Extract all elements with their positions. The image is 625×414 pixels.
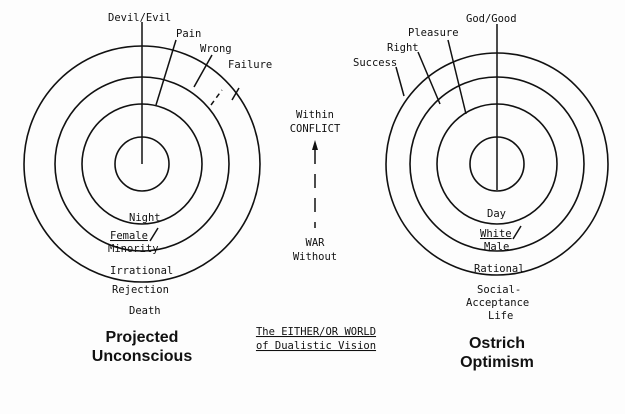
left-label-rejection: Rejection [112, 284, 169, 296]
center-without: Without [293, 251, 337, 263]
right-caption-line2: Optimism [460, 354, 534, 371]
right-spoke-pleasure [447, 39, 467, 115]
center-title-line1: The EITHER/OR WORLD [256, 326, 376, 338]
right-diagram: God/Good Pleasure Right Success Day Whit… [353, 13, 609, 371]
left-spoke-wrong [193, 54, 213, 88]
right-slash-mark [512, 225, 522, 240]
right-label-day: Day [487, 208, 506, 220]
left-label-failure: Failure [228, 59, 272, 71]
left-caption-line1: Projected [106, 329, 179, 346]
left-label-minority: Minority [108, 243, 159, 255]
left-label-pain: Pain [176, 28, 201, 40]
center-title-line2: of Dualistic Vision [256, 340, 376, 352]
right-spoke-right [417, 51, 441, 105]
left-spoke-failure-dash-2 [231, 87, 240, 101]
left-label-irrational: Irrational [110, 265, 173, 277]
right-spoke-success [395, 66, 405, 97]
right-caption-line1: Ostrich [469, 335, 525, 352]
left-spoke-failure-dash-1 [210, 89, 223, 106]
right-label-success: Success [353, 57, 397, 69]
left-label-female: Female [110, 230, 148, 242]
center-arrow-head [312, 140, 318, 150]
right-label-white: White [480, 228, 512, 240]
left-label-death: Death [129, 305, 161, 317]
right-label-pleasure: Pleasure [408, 27, 459, 39]
right-label-god: God/Good [466, 13, 517, 25]
right-label-male: Male [484, 241, 509, 253]
right-label-acceptance: Acceptance [466, 297, 529, 309]
center-within: Within [296, 109, 334, 121]
right-label-rational: Rational [474, 263, 525, 275]
right-label-social: Social- [477, 284, 521, 296]
left-slash-mark [149, 227, 159, 242]
center-column: Within CONFLICT WAR Without The EITHER/O… [256, 109, 376, 352]
left-label-wrong: Wrong [200, 43, 232, 55]
right-label-right: Right [387, 42, 419, 54]
left-label-devil: Devil/Evil [108, 12, 171, 24]
left-label-night: Night [129, 212, 161, 224]
center-war: WAR [306, 237, 326, 249]
center-conflict: CONFLICT [290, 123, 341, 135]
left-spoke-pain [155, 39, 177, 106]
right-label-life: Life [488, 310, 513, 322]
left-caption-line2: Unconscious [92, 348, 193, 365]
left-diagram: Devil/Evil Pain Wrong Failure Night Fema… [23, 12, 272, 365]
